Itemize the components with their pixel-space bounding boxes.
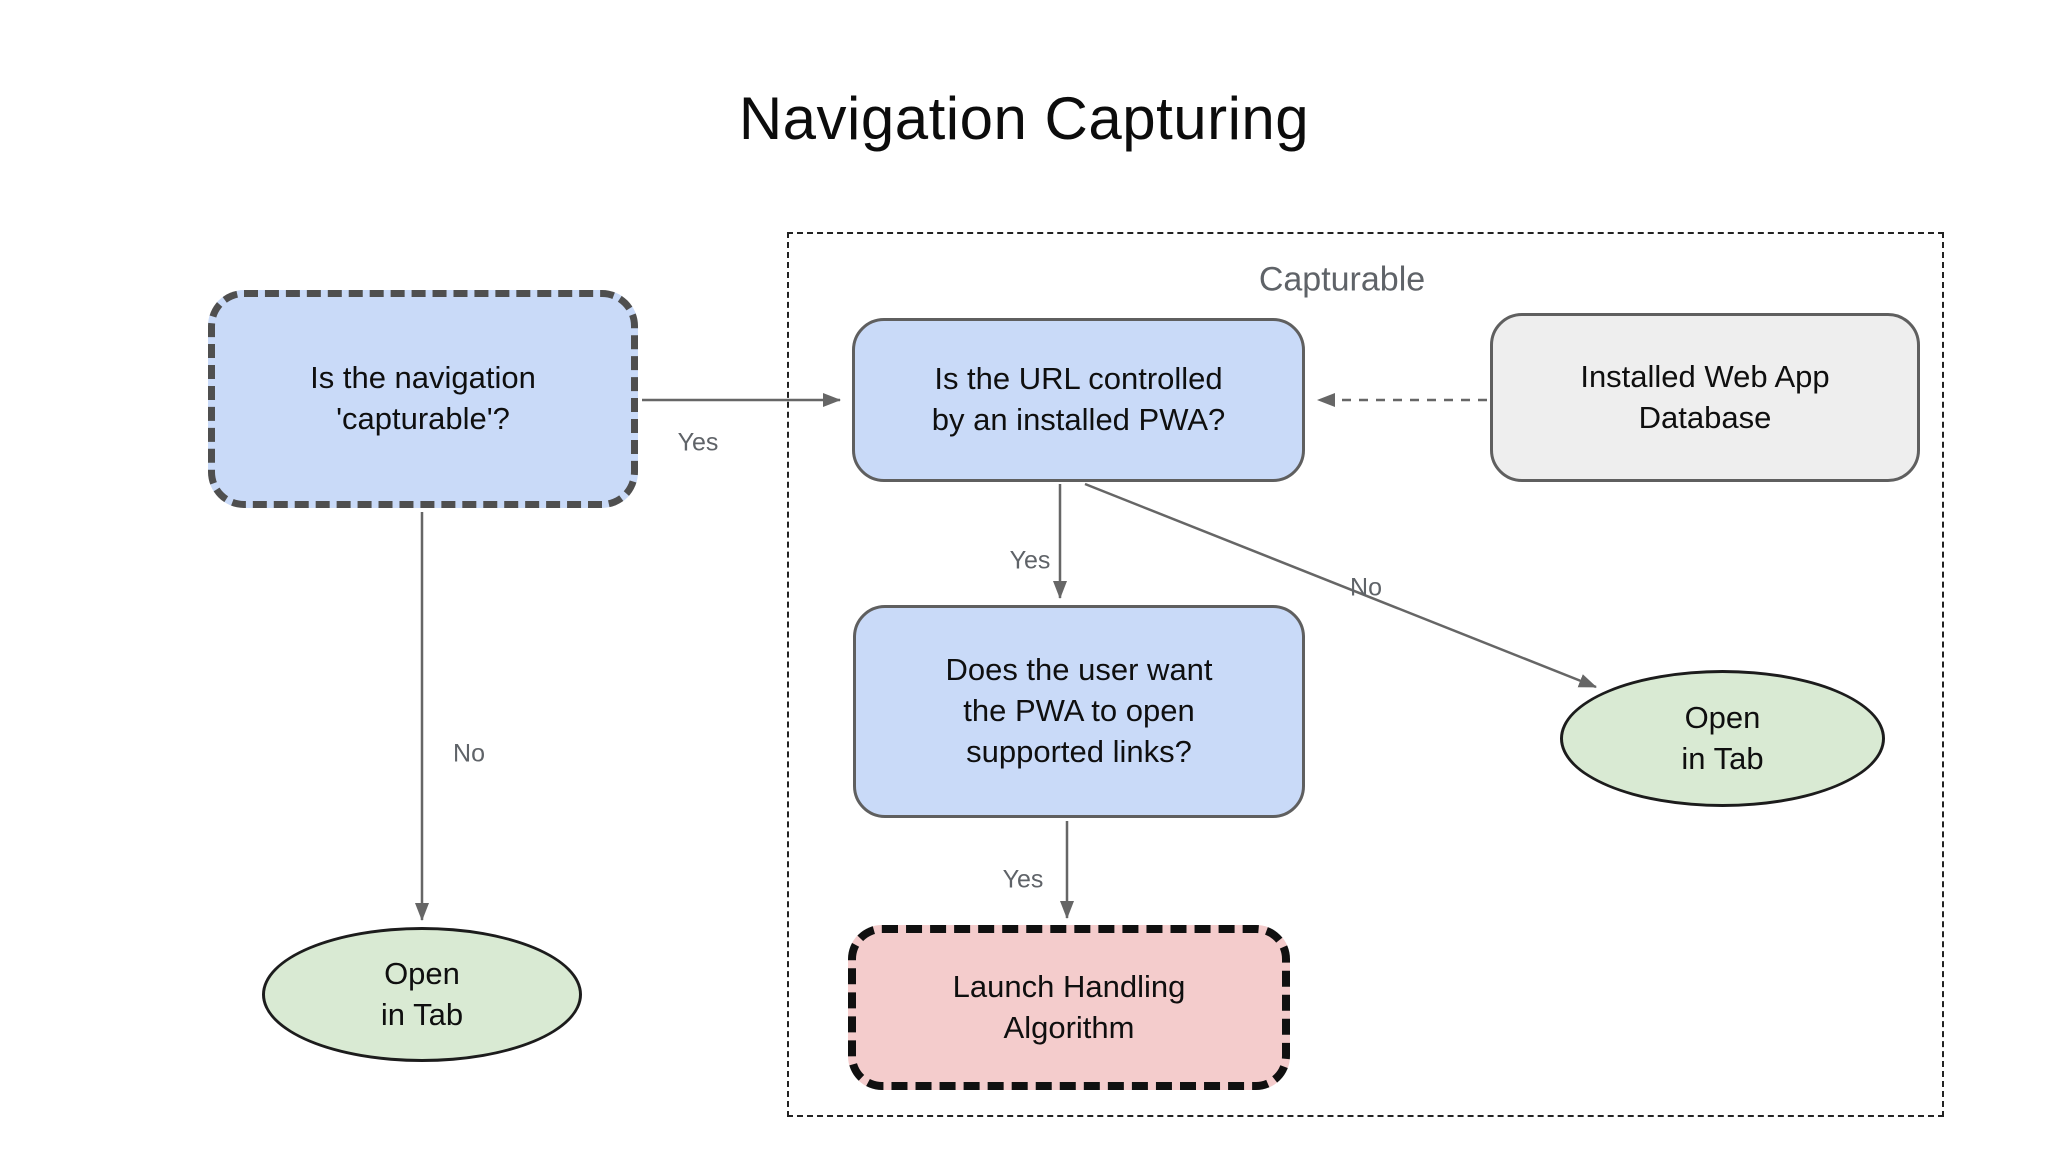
diagram-title: Navigation Capturing: [738, 85, 1310, 152]
node-installed-web-app-database: Installed Web App Database: [1490, 313, 1920, 482]
edge-label-pwa-no: No: [1350, 573, 1382, 602]
node-launch-handling-algorithm: Launch Handling Algorithm: [848, 925, 1290, 1090]
edge-label-pwa-yes: Yes: [1009, 546, 1051, 575]
capturable-group-label: Capturable: [1258, 260, 1426, 299]
node-user-wants-supported-links: Does the user want the PWA to open suppo…: [853, 605, 1305, 818]
node-url-controlled-by-pwa: Is the URL controlled by an installed PW…: [852, 318, 1305, 482]
node-is-navigation-capturable: Is the navigation 'capturable'?: [208, 290, 638, 508]
edge-label-capturable-no: No: [453, 739, 485, 768]
edge-label-capturable-yes: Yes: [677, 428, 719, 457]
node-open-in-tab-left: Open in Tab: [262, 927, 582, 1062]
edge-label-user-wants-yes: Yes: [1002, 865, 1044, 894]
node-open-in-tab-right: Open in Tab: [1560, 670, 1885, 807]
capturable-group-container: [787, 232, 1944, 1117]
